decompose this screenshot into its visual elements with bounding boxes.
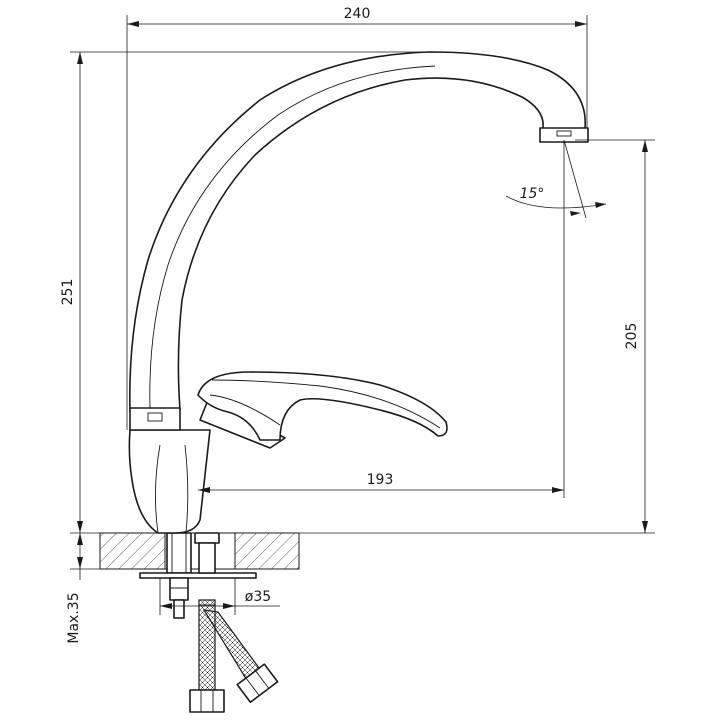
dimension-angle-label: 15°	[520, 186, 545, 202]
dimension-spout-height: 205	[299, 139, 655, 534]
hose-nut-angled	[236, 663, 279, 704]
hose-nut-straight	[189, 689, 225, 713]
mounting-nut	[169, 577, 189, 601]
dimension-hole-diameter: ø35	[159, 578, 280, 615]
spout-collar	[129, 407, 181, 431]
lever-handle	[197, 371, 448, 449]
spout	[129, 51, 589, 431]
threaded-stud	[173, 599, 185, 619]
mounting-hardware	[139, 532, 257, 619]
faucet-base	[128, 429, 211, 534]
dimension-width: 240	[126, 6, 588, 430]
mounting-plate	[139, 572, 257, 579]
dimension-reach: 193	[198, 140, 565, 498]
dimension-spout-height-label: 205	[624, 323, 640, 350]
dimension-max-thickness-label: Max.35	[66, 592, 82, 643]
dimension-angle: 15°	[505, 139, 607, 219]
dimension-reach-label: 193	[367, 472, 394, 488]
supply-hoses	[189, 532, 279, 713]
dimension-max-thickness: Max.35	[66, 533, 100, 644]
dimension-height: 251	[60, 51, 430, 534]
dimension-height-label: 251	[60, 279, 76, 306]
dimension-hole-diameter-label: ø35	[245, 589, 271, 605]
dimension-width-label: 240	[344, 6, 371, 22]
